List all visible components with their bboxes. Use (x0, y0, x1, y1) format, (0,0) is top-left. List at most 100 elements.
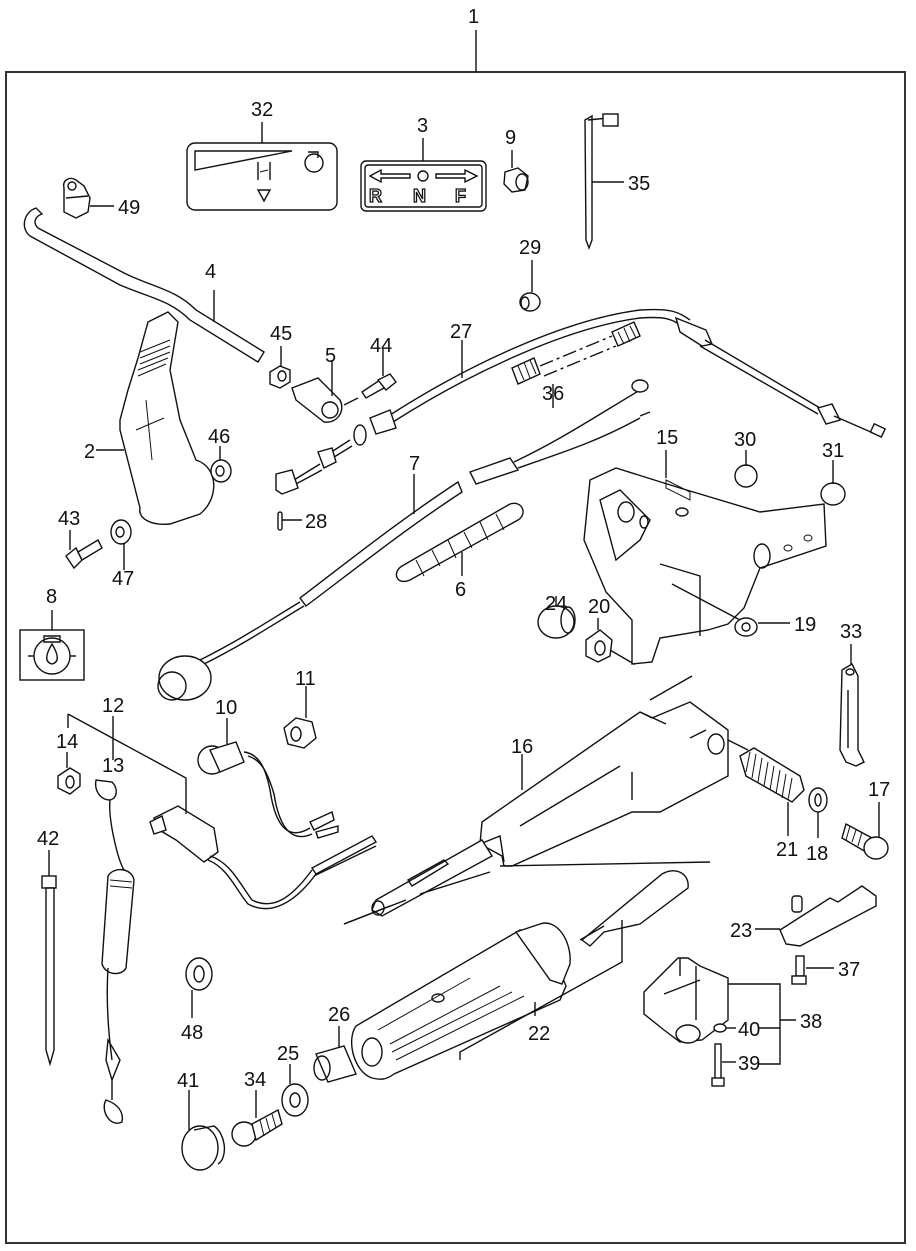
part-2-handle-cover (96, 311, 215, 525)
label-14: 14 (56, 731, 78, 753)
label-19: 19 (794, 614, 816, 636)
label-22: 22 (528, 1023, 550, 1045)
svg-text:R: R (369, 186, 382, 206)
part-41-cap (181, 1090, 225, 1171)
part-20-bushing (585, 618, 635, 666)
part-39-screw (711, 1043, 736, 1087)
label-48: 48 (181, 1022, 203, 1044)
part-10-stop-switch (197, 718, 339, 839)
label-41: 41 (177, 1070, 199, 1092)
label-15: 15 (656, 427, 678, 449)
label-28: 28 (305, 511, 327, 533)
label-31: 31 (822, 440, 844, 462)
label-29: 29 (519, 237, 541, 259)
label-26: 26 (328, 1004, 350, 1026)
label-49: 49 (118, 197, 140, 219)
part-47-washer (110, 519, 132, 570)
part-5-rod-joint (291, 360, 359, 423)
label-37: 37 (838, 959, 860, 981)
part-34-screw (231, 1090, 283, 1147)
label-38: 38 (800, 1011, 822, 1033)
part-14-nut (57, 752, 81, 795)
label-21: 21 (776, 839, 798, 861)
label-43: 43 (58, 508, 80, 530)
part-17-bolt (841, 802, 889, 860)
label-34: 34 (244, 1069, 266, 1091)
part-49-clamp (62, 177, 114, 219)
part-12-emergency-switch (67, 713, 378, 910)
part-28-pin (277, 511, 302, 531)
part-43-bolt (65, 530, 103, 570)
part-11-nut (283, 686, 317, 749)
label-2: 2 (84, 441, 95, 463)
label-27: 27 (450, 321, 472, 343)
part-32-throttle-decal (186, 122, 338, 211)
part-4-shift-rod (23, 207, 265, 363)
label-36: 36 (542, 383, 564, 405)
part-25-washer (281, 1064, 309, 1117)
assembly-frame (5, 71, 906, 1244)
part-30-cap (734, 450, 758, 488)
part-7-wire-harness (157, 379, 651, 701)
label-25: 25 (277, 1043, 299, 1065)
label-11: 11 (295, 668, 316, 690)
label-20: 20 (588, 596, 610, 618)
part-26-collar (313, 1026, 357, 1083)
label-42: 42 (37, 828, 59, 850)
label-46: 46 (208, 426, 230, 448)
part-23-plate (755, 885, 877, 947)
part-45-nut (269, 346, 291, 389)
label-45: 45 (270, 323, 292, 345)
part-29-grommet (519, 260, 541, 312)
part-15-tiller-bracket (583, 450, 827, 665)
part-21-spring (739, 747, 805, 836)
svg-text:F: F (455, 186, 466, 206)
part-13-lanyard (94, 779, 135, 1124)
label-44: 44 (370, 335, 392, 357)
part-6-spiral-wrap (395, 502, 524, 583)
part-9-grommet (503, 150, 529, 193)
part-27-throttle-cable (275, 308, 887, 495)
label-33: 33 (840, 621, 862, 643)
label-12: 12 (102, 695, 124, 717)
part-19-washer (734, 617, 790, 637)
label-3: 3 (417, 115, 428, 137)
part-18-washer (808, 787, 828, 838)
part-24-collar (537, 596, 576, 639)
label-10: 10 (215, 697, 237, 719)
label-4: 4 (205, 261, 216, 283)
label-35: 35 (628, 173, 650, 195)
part-8-key-decal (19, 610, 85, 681)
part-36-stud (511, 321, 641, 408)
label-5: 5 (325, 345, 336, 367)
part-48-washer (185, 957, 213, 1018)
label-7: 7 (409, 453, 420, 475)
part-16-tiller-handle (343, 675, 749, 925)
part-40-washer (713, 1023, 736, 1033)
part-46-washer (210, 446, 232, 483)
label-13: 13 (102, 755, 124, 777)
label-17: 17 (868, 779, 890, 801)
part-38-friction-adjuster (643, 957, 796, 1065)
part-3-shift-decal: R N F (360, 138, 487, 212)
label-47: 47 (112, 568, 134, 590)
label-39: 39 (738, 1053, 760, 1075)
part-35-cable-tie (584, 113, 624, 250)
part-33-plate (839, 644, 865, 767)
label-18: 18 (806, 843, 828, 865)
label-32: 32 (251, 99, 273, 121)
label-9: 9 (505, 127, 516, 149)
label-6: 6 (455, 579, 466, 601)
label-40: 40 (738, 1019, 760, 1041)
part-42-cable-tie (41, 850, 57, 1067)
label-23: 23 (730, 920, 752, 942)
label-24: 24 (545, 593, 567, 615)
label-16: 16 (511, 736, 533, 758)
part-37-bolt (791, 955, 834, 985)
label-8: 8 (46, 586, 57, 608)
svg-text:N: N (413, 186, 426, 206)
part-44-bolt (361, 348, 397, 399)
part-22-throttle-grip (351, 870, 689, 1080)
part-31-cap (820, 460, 846, 506)
